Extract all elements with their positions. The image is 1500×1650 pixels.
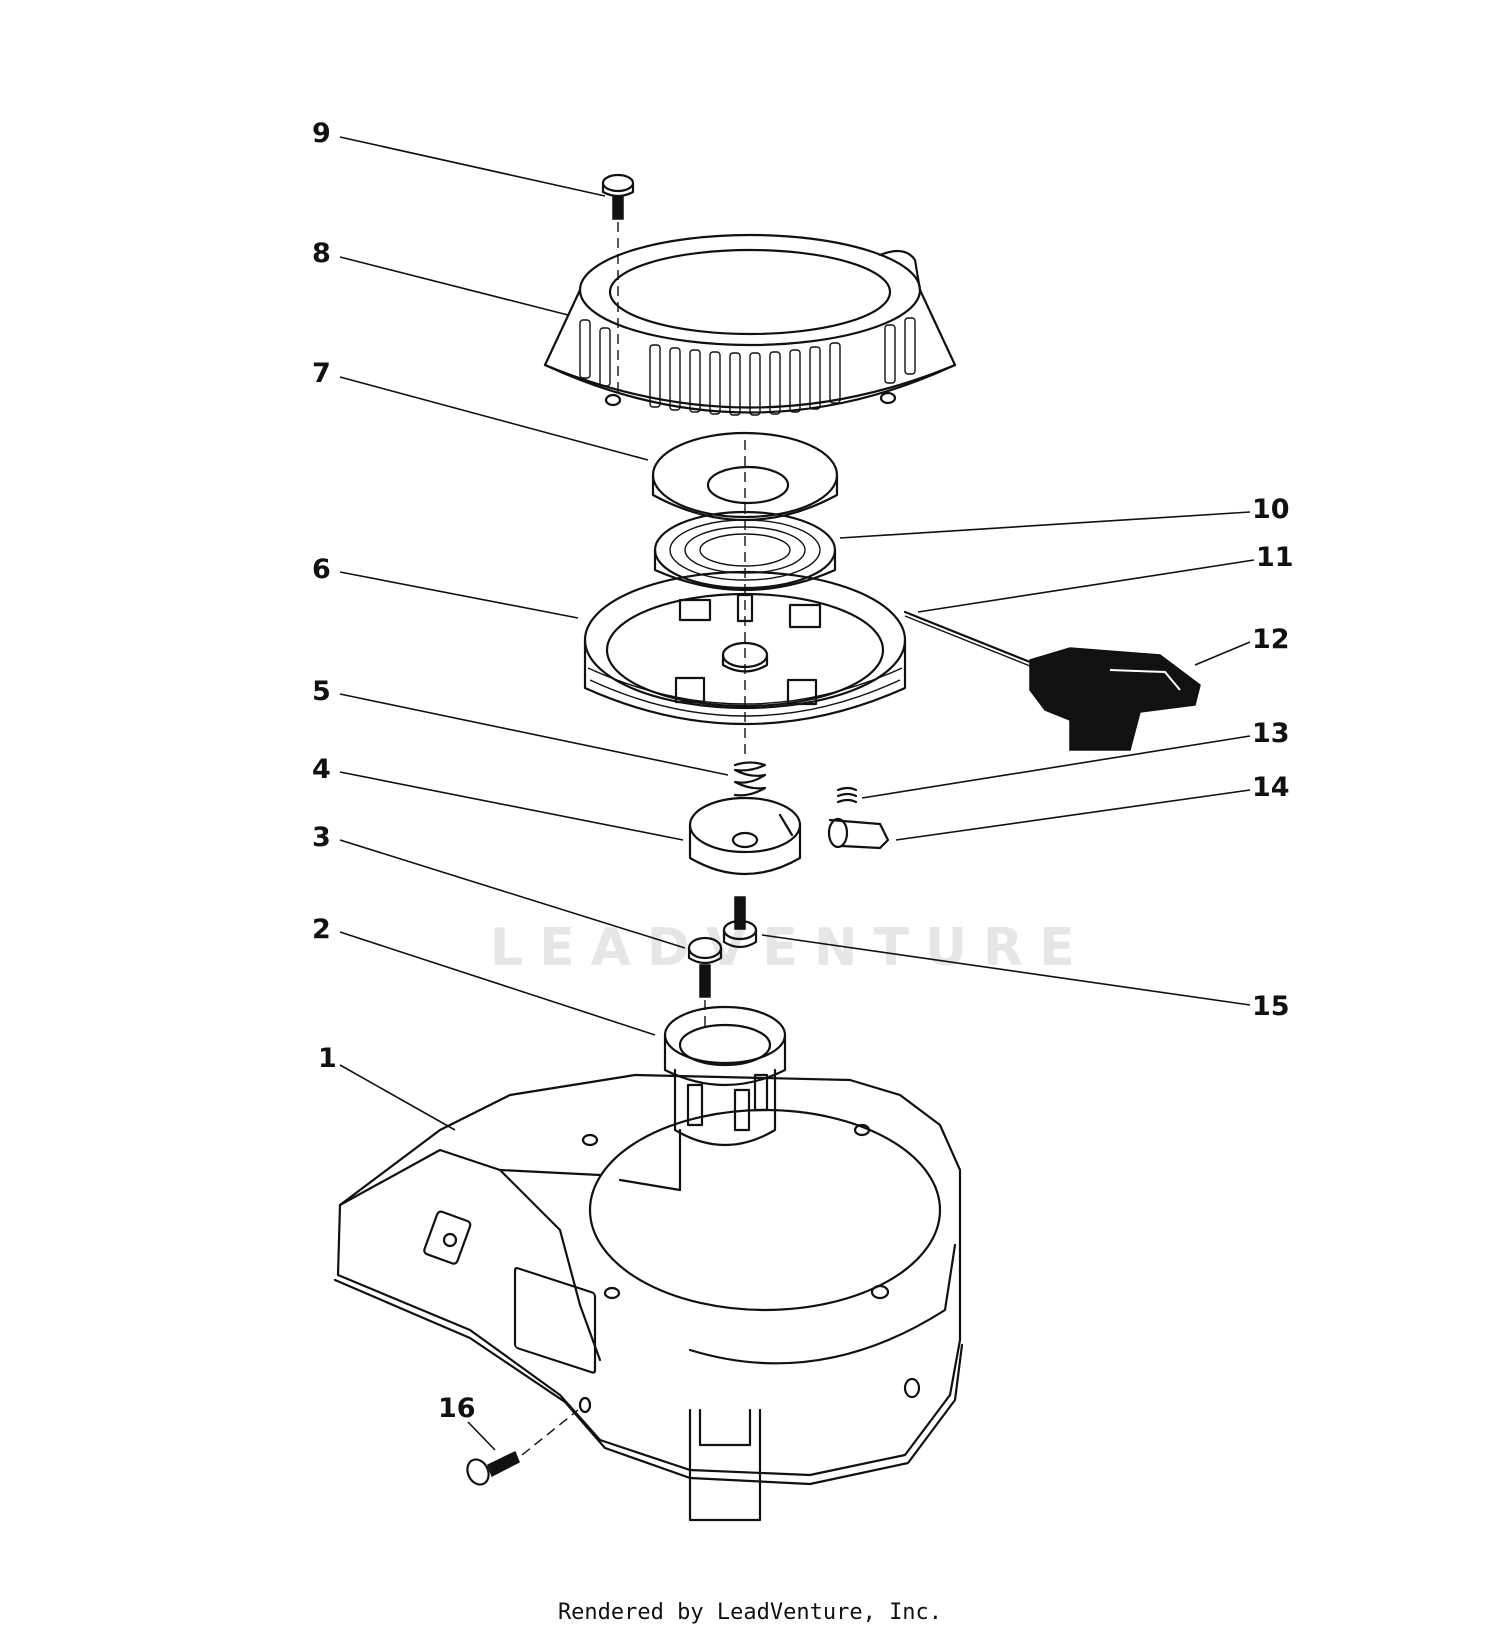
- callout-13-label: 13: [1252, 718, 1290, 749]
- callout-4-label: 4: [312, 754, 331, 785]
- callout-3: 3: [312, 822, 686, 949]
- callout-8-label: 8: [312, 238, 331, 269]
- callout-1: 1: [318, 1043, 456, 1131]
- part-1-blower-housing: [333, 1073, 964, 1522]
- part-15-screw: [722, 896, 758, 949]
- part-8-starter-housing: [543, 233, 957, 416]
- callout-15-label: 15: [1252, 991, 1290, 1022]
- part-16-screw: [466, 1409, 579, 1486]
- callout-9-label: 9: [312, 118, 331, 149]
- callout-9: 9: [312, 118, 606, 197]
- callout-15: 15: [761, 934, 1290, 1022]
- part-3-bolt: [687, 936, 723, 1030]
- callout-12: 12: [1194, 624, 1290, 666]
- callout-4: 4: [312, 754, 684, 841]
- watermark: LEADVENTURE: [490, 918, 1091, 978]
- part-14-pawl: [827, 817, 890, 850]
- housing-vents: [579, 317, 916, 416]
- callout-5: 5: [312, 676, 729, 776]
- callout-12-label: 12: [1252, 624, 1290, 655]
- callout-11-label: 11: [1256, 542, 1294, 573]
- callout-14-label: 14: [1252, 772, 1290, 803]
- part-12-rope-handle: [1029, 647, 1201, 751]
- part-4-ratchet-cup: [688, 796, 802, 876]
- callout-6: 6: [312, 554, 579, 619]
- callout-7-label: 7: [312, 358, 331, 389]
- callout-1-label: 1: [318, 1043, 337, 1074]
- part-13-pawl-spring: [836, 786, 858, 804]
- credit-line: Rendered by LeadVenture, Inc.: [557, 1600, 943, 1625]
- part-9-screw: [601, 173, 635, 220]
- part-5-spring: [733, 761, 767, 797]
- callout-14: 14: [895, 772, 1290, 841]
- callout-6-label: 6: [312, 554, 331, 585]
- callout-2: 2: [312, 914, 656, 1036]
- callout-5-label: 5: [312, 676, 331, 707]
- callout-16: 16: [438, 1393, 496, 1451]
- callout-8: 8: [312, 238, 569, 316]
- callout-3-label: 3: [312, 822, 331, 853]
- callout-13: 13: [861, 718, 1290, 799]
- callout-10: 10: [839, 494, 1290, 539]
- callout-10-label: 10: [1252, 494, 1290, 525]
- callout-2-label: 2: [312, 914, 331, 945]
- part-11-starter-rope: [903, 610, 1052, 675]
- callout-11: 11: [917, 542, 1294, 613]
- callout-7: 7: [312, 358, 649, 461]
- callout-16-label: 16: [438, 1393, 476, 1424]
- part-2-pulley-hub: [663, 1005, 787, 1146]
